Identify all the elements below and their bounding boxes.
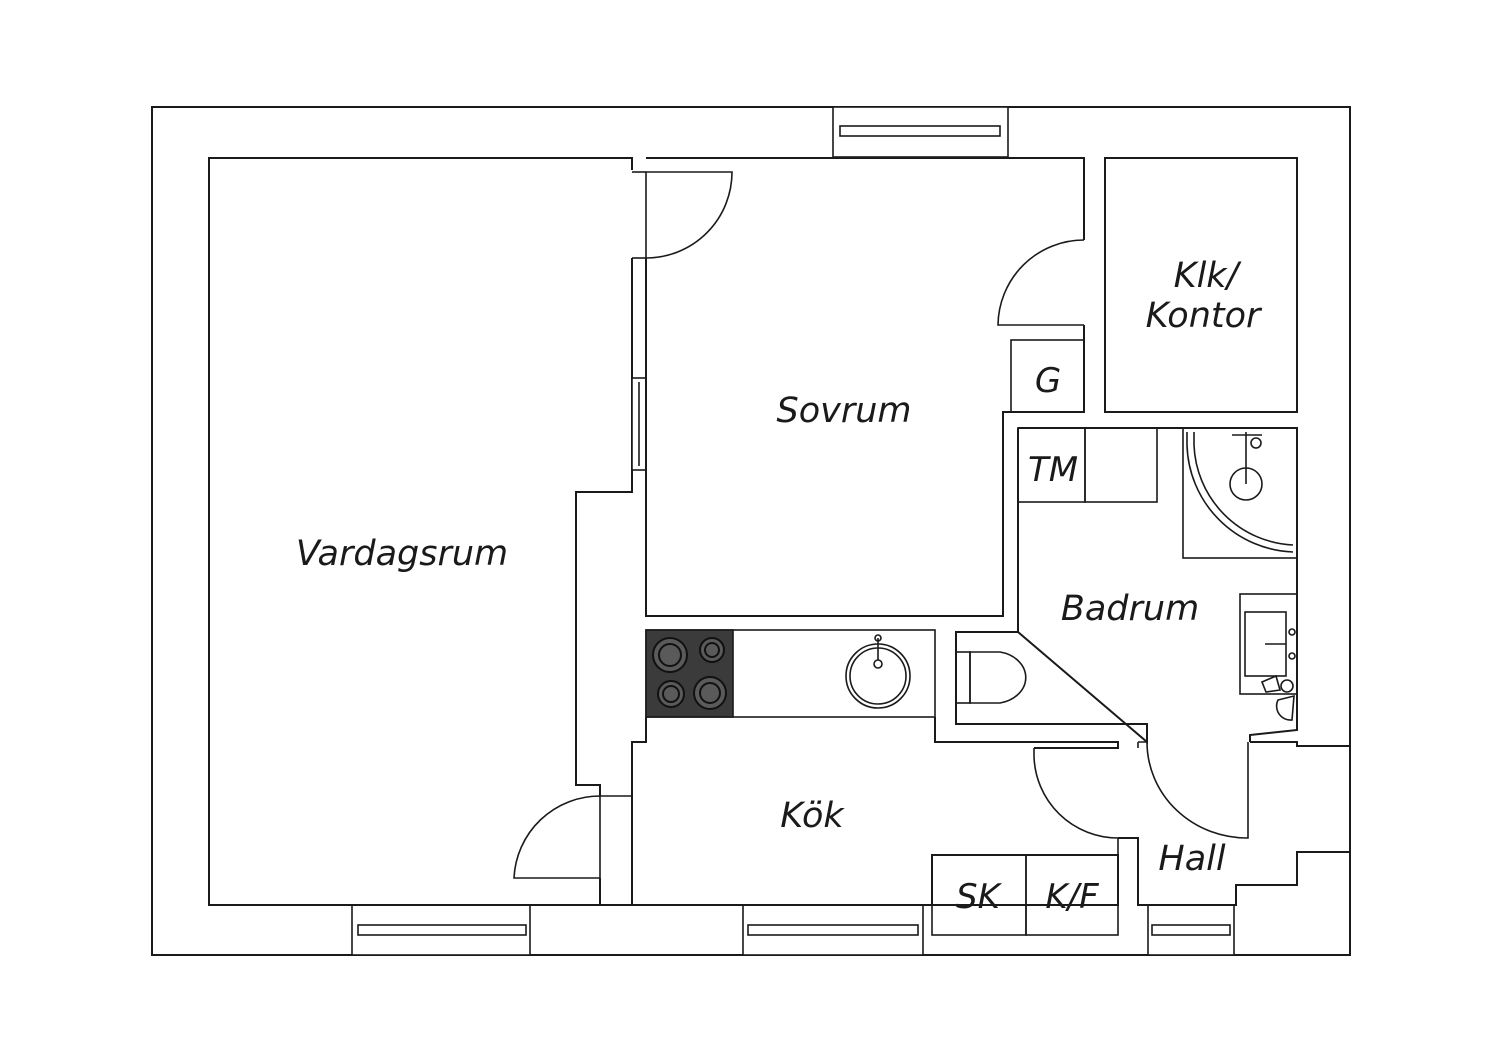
door-swing-icon (1137, 741, 1249, 839)
room-label-vardagsrum: Vardagsrum (296, 534, 508, 574)
interior-window-icon (631, 377, 647, 471)
toilet-icon (955, 651, 1027, 704)
room-label-kontor: Kontor (1146, 296, 1263, 336)
shower-icon (1182, 427, 1298, 559)
fixture-label-sk: SK (956, 877, 1003, 917)
room-label-badrum: Badrum (1061, 589, 1199, 629)
washbasin-icon (1239, 593, 1298, 721)
window-icon (1147, 904, 1235, 956)
window-icon (832, 106, 1009, 158)
outer-wall (151, 106, 1351, 956)
window-icon (351, 904, 531, 956)
living-room-inner-wall (575, 258, 633, 796)
door-swing-icon (1033, 748, 1119, 855)
fixture-label-g: G (1035, 361, 1061, 401)
cabinet-kf (1025, 854, 1119, 936)
stove-hob-icon (645, 629, 734, 718)
hall-walls (1118, 837, 1350, 906)
tm-counter (1084, 427, 1158, 503)
room-label-klk: Klk/ (1174, 256, 1242, 296)
window-icon (742, 904, 924, 956)
door-swing-icon (513, 795, 632, 879)
room-label-sovrum: Sovrum (776, 391, 911, 431)
room-label-kok: Kök (780, 796, 845, 836)
office-walls (1104, 157, 1298, 413)
fixture-label-tm: TM (1028, 450, 1078, 490)
room-label-hall: Hall (1158, 839, 1225, 879)
living-room-walls (208, 157, 633, 906)
hall-walls (1250, 741, 1350, 747)
door-swing-icon (997, 239, 1085, 326)
door-swing-icon (632, 171, 733, 259)
sink-icon (845, 634, 911, 709)
kitchen-walls (934, 717, 1119, 749)
fixture-label-kf: K/F (1045, 877, 1099, 917)
closet-g (1010, 339, 1085, 413)
